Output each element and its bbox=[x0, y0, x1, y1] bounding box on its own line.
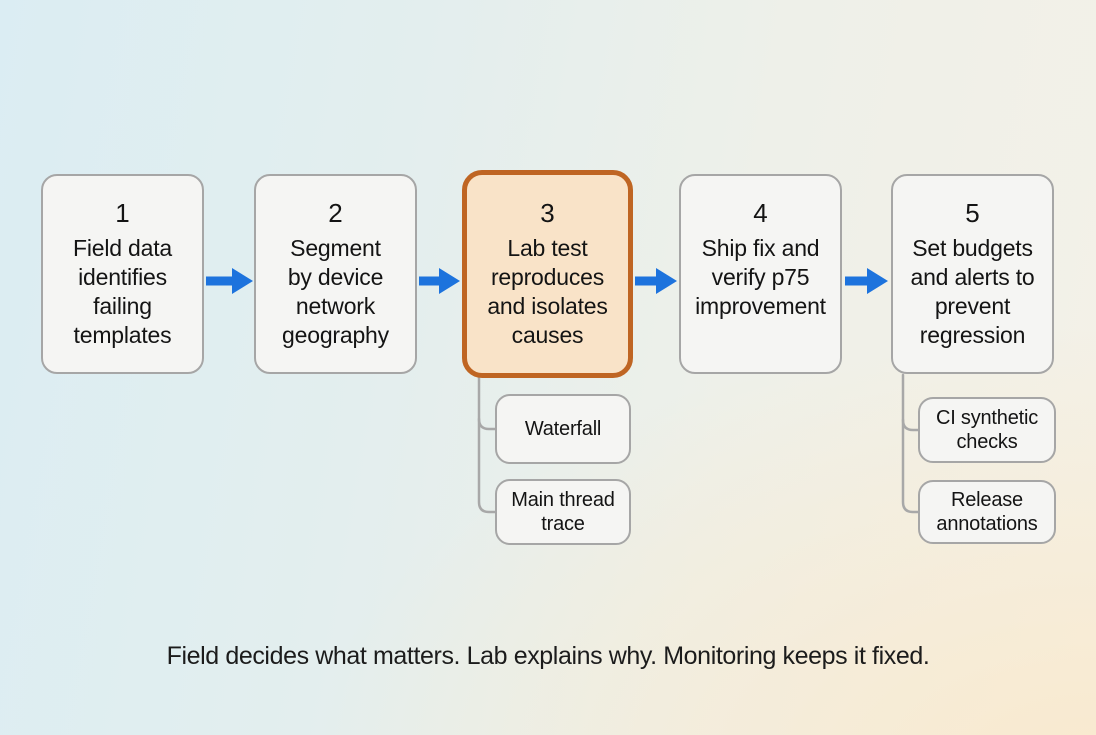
flow-arrow-icon bbox=[845, 268, 888, 294]
substep-main-thread-trace: Main thread trace bbox=[495, 479, 631, 545]
diagram-caption: Field decides what matters. Lab explains… bbox=[166, 642, 930, 670]
stage-number: 5 bbox=[965, 198, 980, 228]
connector-line bbox=[477, 374, 497, 514]
stage-box-4: 4 Ship fix and verify p75 improvement bbox=[679, 174, 842, 374]
stage-number: 4 bbox=[753, 198, 768, 228]
stage-label: Segment by device network geography bbox=[282, 235, 389, 348]
flow-arrow-icon bbox=[206, 268, 253, 294]
substep-ci-synthetic-checks: CI synthetic checks bbox=[918, 397, 1056, 463]
connector-line bbox=[901, 373, 920, 514]
stage-label: Set budgets and alerts to prevent regres… bbox=[910, 235, 1035, 348]
substep-release-annotations: Release annotations bbox=[918, 480, 1056, 544]
stage-label: Field data identifies failing templates bbox=[72, 235, 172, 348]
stage-box-5: 5 Set budgets and alerts to prevent regr… bbox=[891, 174, 1054, 374]
stage-label: Ship fix and verify p75 improvement bbox=[695, 235, 826, 319]
substep-waterfall: Waterfall bbox=[495, 394, 631, 464]
flow-arrow-icon bbox=[635, 268, 677, 294]
stage-box-3-highlighted: 3 Lab test reproduces and isolates cause… bbox=[462, 170, 633, 378]
flow-arrow-icon bbox=[419, 268, 460, 294]
stage-box-2: 2 Segment by device network geography bbox=[254, 174, 417, 374]
stage-number: 2 bbox=[328, 198, 343, 228]
connector-line bbox=[901, 418, 920, 432]
stage-number: 1 bbox=[115, 198, 130, 228]
connector-line bbox=[477, 417, 497, 431]
stage-label: Lab test reproduces and isolates causes bbox=[487, 235, 608, 348]
stage-number: 3 bbox=[540, 198, 555, 228]
stage-box-1: 1 Field data identifies failing template… bbox=[41, 174, 204, 374]
